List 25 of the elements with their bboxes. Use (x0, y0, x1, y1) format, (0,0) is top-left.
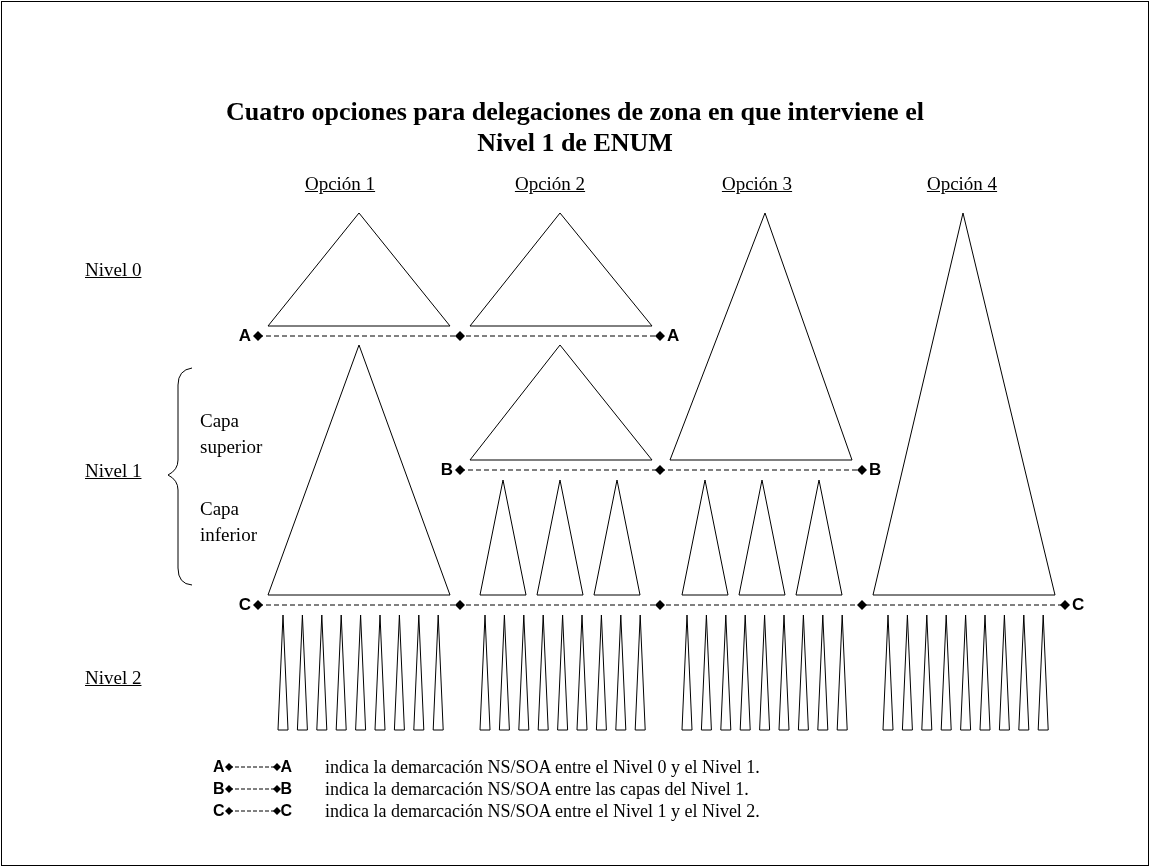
marker-letter: B (869, 461, 882, 478)
marker-letter: A (238, 327, 251, 344)
marker-letter: B (440, 461, 453, 478)
level-label: Nivel 1 (85, 459, 142, 483)
marker-letter: A (213, 759, 225, 775)
marker-letter: C (1072, 596, 1085, 613)
layer-label: Capa superior (200, 409, 264, 459)
legend-text: indica la demarcación NS/SOA entre el Nivel 1 y el Nivel 2. (325, 802, 760, 820)
column-heading: Opción 3 (721, 172, 793, 196)
marker-letter: C (238, 596, 251, 613)
column-heading: Opción 1 (304, 172, 376, 196)
column-heading: Opción 2 (514, 172, 586, 196)
marker-letter: B (213, 781, 225, 797)
diagram-title: Cuatro opciones para delegaciones de zona en que interviene el Nivel 1 de ENUM (225, 96, 925, 159)
layer-label: Capa inferior (200, 497, 258, 547)
level-label: Nivel 2 (85, 666, 142, 690)
marker-letter: C (213, 803, 225, 819)
marker-letter: C (280, 803, 293, 819)
marker-letter: A (667, 327, 680, 344)
marker-letter: A (280, 759, 293, 775)
legend-text: indica la demarcación NS/SOA entre las capas del Nivel 1. (325, 780, 749, 798)
marker-letter: B (280, 781, 293, 797)
legend-text: indica la demarcación NS/SOA entre el Nivel 0 y el Nivel 1. (325, 758, 760, 776)
column-heading: Opción 4 (926, 172, 998, 196)
level-label: Nivel 0 (85, 258, 142, 282)
